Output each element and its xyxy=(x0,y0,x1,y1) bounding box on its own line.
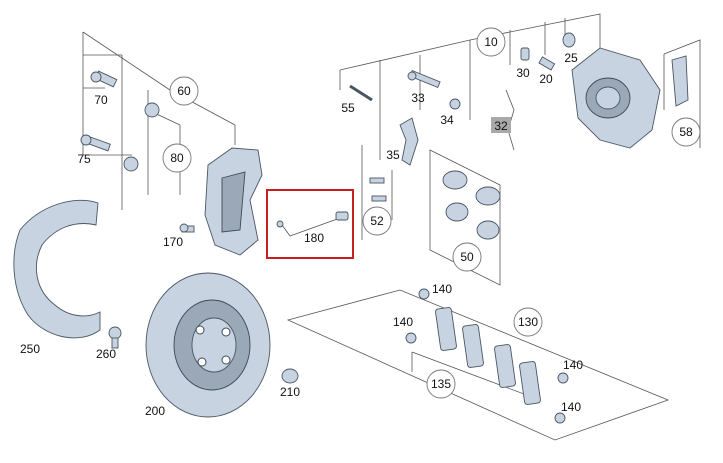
label-140-d[interactable]: 140 xyxy=(561,400,581,414)
parts xyxy=(13,32,689,424)
cap-30 xyxy=(520,47,530,61)
circle-tags xyxy=(162,27,701,399)
bolts-52 xyxy=(369,177,387,202)
label-10[interactable]: 10 xyxy=(484,35,498,49)
leader-lines xyxy=(82,13,701,441)
spring-clip-35 xyxy=(399,117,419,166)
label-52[interactable]: 52 xyxy=(370,214,384,228)
dust-shield-250 xyxy=(13,199,101,339)
label-70[interactable]: 70 xyxy=(94,93,108,107)
label-75[interactable]: 75 xyxy=(77,152,91,166)
bolt-260 xyxy=(108,326,122,349)
clip-58 xyxy=(671,55,689,107)
bushing-80b xyxy=(123,156,139,172)
nut-210 xyxy=(281,368,299,384)
brake-pads-130 xyxy=(435,307,541,405)
label-35[interactable]: 35 xyxy=(386,148,400,162)
label-260[interactable]: 260 xyxy=(96,347,116,361)
part-labels: 10 20 25 30 32 33 34 35 50 52 55 58 60 7… xyxy=(20,35,693,418)
bushing-80a xyxy=(144,102,160,118)
part-32-highlight xyxy=(491,117,511,133)
nut-34 xyxy=(449,98,461,110)
label-55[interactable]: 55 xyxy=(341,101,355,115)
label-60[interactable]: 60 xyxy=(177,84,191,98)
label-30[interactable]: 30 xyxy=(516,66,530,80)
bolt-170 xyxy=(179,223,195,233)
label-58[interactable]: 58 xyxy=(679,125,693,139)
label-80[interactable]: 80 xyxy=(170,151,184,165)
label-34[interactable]: 34 xyxy=(440,113,454,127)
label-25[interactable]: 25 xyxy=(564,51,578,65)
bolt-33 xyxy=(407,70,441,88)
seals-50 xyxy=(442,170,501,240)
bolts-140 xyxy=(405,288,569,424)
label-210[interactable]: 210 xyxy=(280,385,300,399)
pin-55 xyxy=(349,84,373,102)
label-32[interactable]: 32 xyxy=(494,119,508,133)
label-135[interactable]: 135 xyxy=(431,377,451,391)
wear-sensor-180 xyxy=(276,211,349,237)
label-180[interactable]: 180 xyxy=(304,231,324,245)
bolt-70 xyxy=(90,70,118,88)
label-200[interactable]: 200 xyxy=(145,404,165,418)
highlight-box-180 xyxy=(266,189,354,259)
bolt-75 xyxy=(80,134,111,152)
label-50[interactable]: 50 xyxy=(460,250,474,264)
label-140-b[interactable]: 140 xyxy=(393,315,413,329)
label-250[interactable]: 250 xyxy=(20,342,40,356)
cap-25 xyxy=(562,32,576,48)
label-140-a[interactable]: 140 xyxy=(432,282,452,296)
bleed-screw-20 xyxy=(538,56,556,71)
label-170[interactable]: 170 xyxy=(163,235,183,249)
label-140-c[interactable]: 140 xyxy=(563,358,583,372)
label-20[interactable]: 20 xyxy=(539,72,553,86)
label-130[interactable]: 130 xyxy=(518,315,538,329)
label-33[interactable]: 33 xyxy=(411,91,425,105)
